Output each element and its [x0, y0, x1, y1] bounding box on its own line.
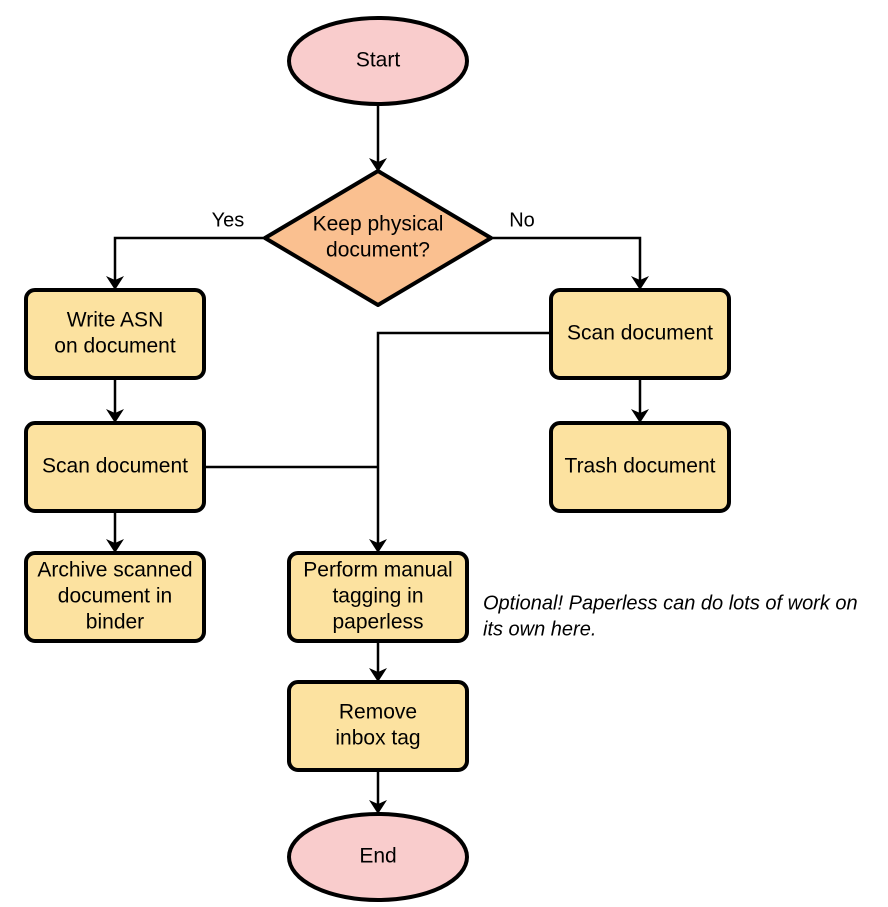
node-label: End	[359, 845, 396, 868]
node-shape-terminator	[287, 16, 469, 106]
node-shape-decision	[263, 169, 493, 307]
edge-decision-yes-to-write-asn: Yes	[106, 209, 264, 290]
node-shape-terminator	[287, 812, 469, 902]
edge-path	[113, 236, 264, 284]
node-label: on document	[54, 335, 176, 358]
edge-scan-document-right-to-trash	[631, 378, 649, 423]
edge-arrowhead	[106, 409, 124, 423]
node-label: Perform manual	[303, 559, 452, 582]
edge-arrowhead	[631, 276, 649, 290]
node-end[interactable]: End	[287, 812, 469, 902]
edge-decision-no-to-scan-document-right: No	[491, 209, 649, 290]
node-shape-process	[24, 421, 206, 513]
annotation-line: Optional! Paperless can do lots of work …	[483, 592, 858, 614]
edge-label-decision-no-to-scan-document-right: No	[509, 209, 535, 231]
edges-layer: Yes No	[106, 104, 649, 814]
node-label: document?	[326, 239, 430, 262]
node-label: tagging in	[332, 585, 423, 608]
node-label: document in	[58, 585, 172, 608]
annotation-optional-note: Optional! Paperless can do lots of work …	[483, 592, 858, 640]
node-start[interactable]: Start	[287, 16, 469, 106]
node-shape-process	[24, 288, 206, 380]
node-label: paperless	[332, 611, 423, 634]
node-label: Archive scanned	[37, 559, 192, 582]
node-label: Remove	[339, 701, 417, 724]
node-label: Trash document	[565, 455, 716, 478]
node-remove-inbox-tag[interactable]: Remove inbox tag	[287, 680, 469, 772]
edge-path	[491, 236, 642, 284]
node-trash-document[interactable]: Trash document	[549, 421, 731, 513]
edge-arrowhead	[631, 409, 649, 423]
node-archive-scanned-document-in-binder[interactable]: Archive scanned document in binder	[24, 551, 206, 643]
node-scan-document-right[interactable]: Scan document	[549, 288, 731, 380]
node-label: Keep physical	[313, 213, 444, 236]
node-shape-process	[287, 680, 469, 772]
node-label: binder	[86, 611, 144, 634]
edge-write-asn-to-scan-document-left	[106, 378, 124, 423]
node-label: Start	[356, 49, 401, 72]
edge-manual-tagging-to-remove-inbox-tag	[369, 641, 387, 682]
node-perform-manual-tagging-in-paperless[interactable]: Perform manual tagging in paperless	[287, 551, 469, 643]
node-shape-process	[549, 288, 731, 380]
edge-arrowhead	[106, 539, 124, 553]
edge-arrowhead	[369, 158, 387, 172]
node-label: Scan document	[42, 455, 188, 478]
edge-arrowhead	[369, 539, 387, 553]
edge-arrowhead	[369, 800, 387, 814]
node-keep-physical-document[interactable]: Keep physical document?	[263, 169, 493, 307]
edge-arrowhead	[369, 668, 387, 682]
edge-scan-document-left-to-archive	[106, 511, 124, 553]
edge-path	[376, 331, 551, 547]
edge-remove-inbox-tag-to-end	[369, 770, 387, 814]
edge-start-to-decision	[369, 104, 387, 172]
node-shape-process	[24, 551, 206, 643]
edge-label-decision-yes-to-write-asn: Yes	[212, 209, 245, 231]
node-shape-process	[549, 421, 731, 513]
node-label: inbox tag	[335, 727, 420, 750]
node-shape-process	[287, 551, 469, 643]
annotations-layer: Optional! Paperless can do lots of work …	[483, 592, 858, 640]
node-scan-document-left[interactable]: Scan document	[24, 421, 206, 513]
edge-scan-document-right-to-manual-tagging	[369, 331, 551, 553]
edge-arrowhead	[106, 276, 124, 290]
node-label: Write ASN	[67, 309, 163, 332]
node-label: Scan document	[567, 322, 713, 345]
node-write-asn-on-document[interactable]: Write ASN on document	[24, 288, 206, 380]
annotation-line: its own here.	[483, 618, 596, 640]
